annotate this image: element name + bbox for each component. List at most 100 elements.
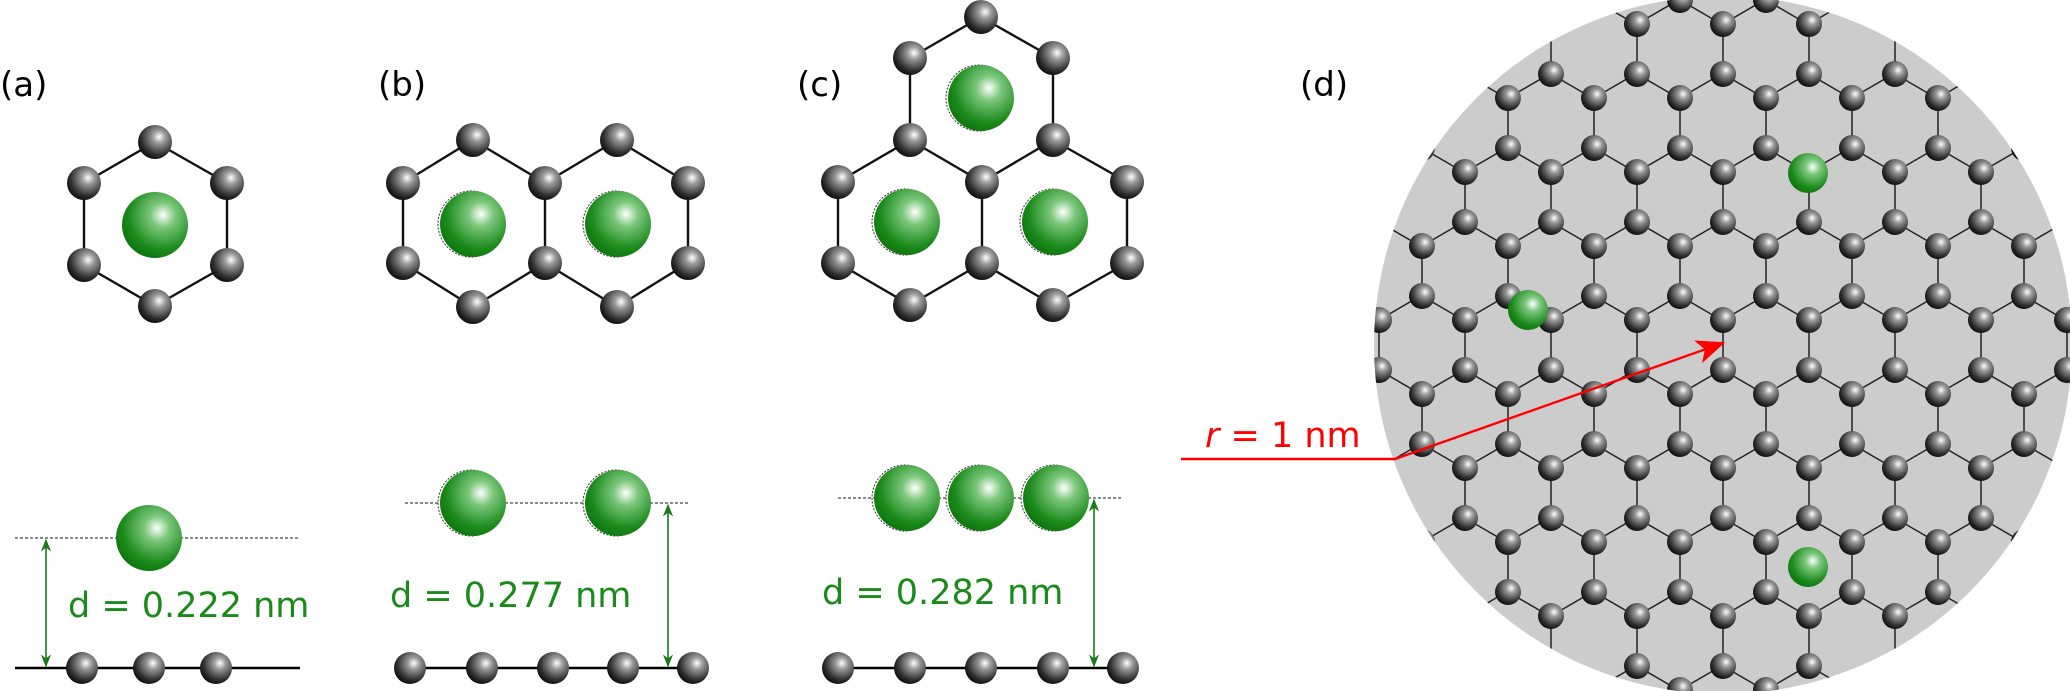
carbon-atom [2011,579,2037,605]
carbon-atom [133,652,165,684]
lattice-bond [1507,0,1552,26]
lattice-bond [1851,0,1896,26]
carbon-atom [1110,165,1144,199]
carbon-atom [67,248,101,282]
carbon-atom [1925,381,1951,407]
lattice-bond [1374,664,1380,691]
carbon-atom [1036,123,1070,157]
carbon-atom [893,288,927,322]
carbon-atom [1925,135,1951,161]
carbon-atom [1538,61,1564,87]
carbon-atom [1495,135,1521,161]
carbon-atom [528,246,562,280]
adatom [1788,547,1828,587]
carbon-atom [1882,603,1908,629]
carbon-atom [1968,307,1994,333]
carbon-atom [1925,85,1951,111]
lattice-bond [1464,0,1509,25]
panel-b-top-view [386,123,705,324]
panel-c-top-view [821,0,1144,322]
carbon-atom [200,652,232,684]
carbon-atom [1839,283,1865,309]
carbon-atom [1710,61,1736,87]
carbon-atom [1925,529,1951,555]
carbon-atom [1538,653,1564,679]
carbon-atom [1495,381,1521,407]
carbon-atom [1882,455,1908,481]
carbon-atom [1538,209,1564,235]
adatom [122,192,188,258]
adatom [585,470,651,536]
lattice-bond [1378,0,1423,25]
lattice-bond [2023,516,2068,543]
carbon-atom [965,246,999,280]
carbon-atom [1323,579,1349,605]
carbon-atom [2011,233,2037,259]
carbon-atom [210,166,244,200]
carbon-atom [1409,0,1435,13]
carbon-atom [1839,677,1865,691]
carbon-atom [1667,431,1693,457]
carbon-atom [1409,677,1435,691]
carbon-atom [607,652,639,684]
lattice-bond [1550,0,1595,25]
adatom [1788,153,1828,193]
carbon-atom [1409,233,1435,259]
carbon-atom [1581,431,1607,457]
panel-label-c: (c) [797,65,842,105]
carbon-atom [456,290,490,324]
lattice-bond [2023,0,2068,26]
carbon-atom [1409,579,1435,605]
panel-d-graphene-disk [1323,0,2070,691]
lattice-bond [2023,591,2068,618]
lattice-bond [1374,516,1380,543]
lattice-bond [1378,146,1423,173]
carbon-atom [1839,135,1865,161]
radius-variable: r [1205,416,1222,456]
radius-arrow [1181,340,1726,461]
lattice-bond [1421,591,1466,618]
carbon-atom [1667,233,1693,259]
lattice-bond [1937,0,1982,26]
carbon-atom [1882,653,1908,679]
carbon-atom [1796,603,1822,629]
carbon-atom [1581,135,1607,161]
carbon-atom [677,652,709,684]
lattice-bond [1378,665,1423,691]
carbon-atom [1710,357,1736,383]
carbon-atom [2011,135,2037,161]
carbon-atom [1581,85,1607,111]
carbon-atom [1839,233,1865,259]
panel-b-side-view [394,469,709,684]
carbon-atom [965,652,997,684]
carbon-atom [1882,307,1908,333]
carbon-atom [2011,677,2037,691]
carbon-atom [600,123,634,157]
carbon-atom [537,652,569,684]
carbon-atom [1374,603,1392,629]
carbon-atom [138,125,172,159]
carbon-atom [1409,283,1435,309]
carbon-atom [2054,653,2070,679]
carbon-atom [1374,11,1392,37]
panel-label-a: (a) [0,65,47,105]
carbon-atom [1753,0,1779,13]
lattice-bond [2023,72,2068,99]
carbon-atom [1581,579,1607,605]
radius-annotation: r = 1 nm [1181,340,1726,461]
lattice-bond [1980,665,2025,691]
carbon-atom [1323,135,1349,161]
carbon-atom [1667,135,1693,161]
carbon-atom [1495,431,1521,457]
carbon-atom [1495,85,1521,111]
carbon-atom [466,652,498,684]
carbon-atom [1968,603,1994,629]
lattice-bond [2023,147,2068,174]
lattice-bond [1378,590,1423,617]
adatom [874,189,940,255]
carbon-atom [1409,135,1435,161]
carbon-atom [1667,85,1693,111]
carbon-atom [1796,61,1822,87]
carbon-atom [1796,455,1822,481]
carbon-atom [1925,677,1951,691]
